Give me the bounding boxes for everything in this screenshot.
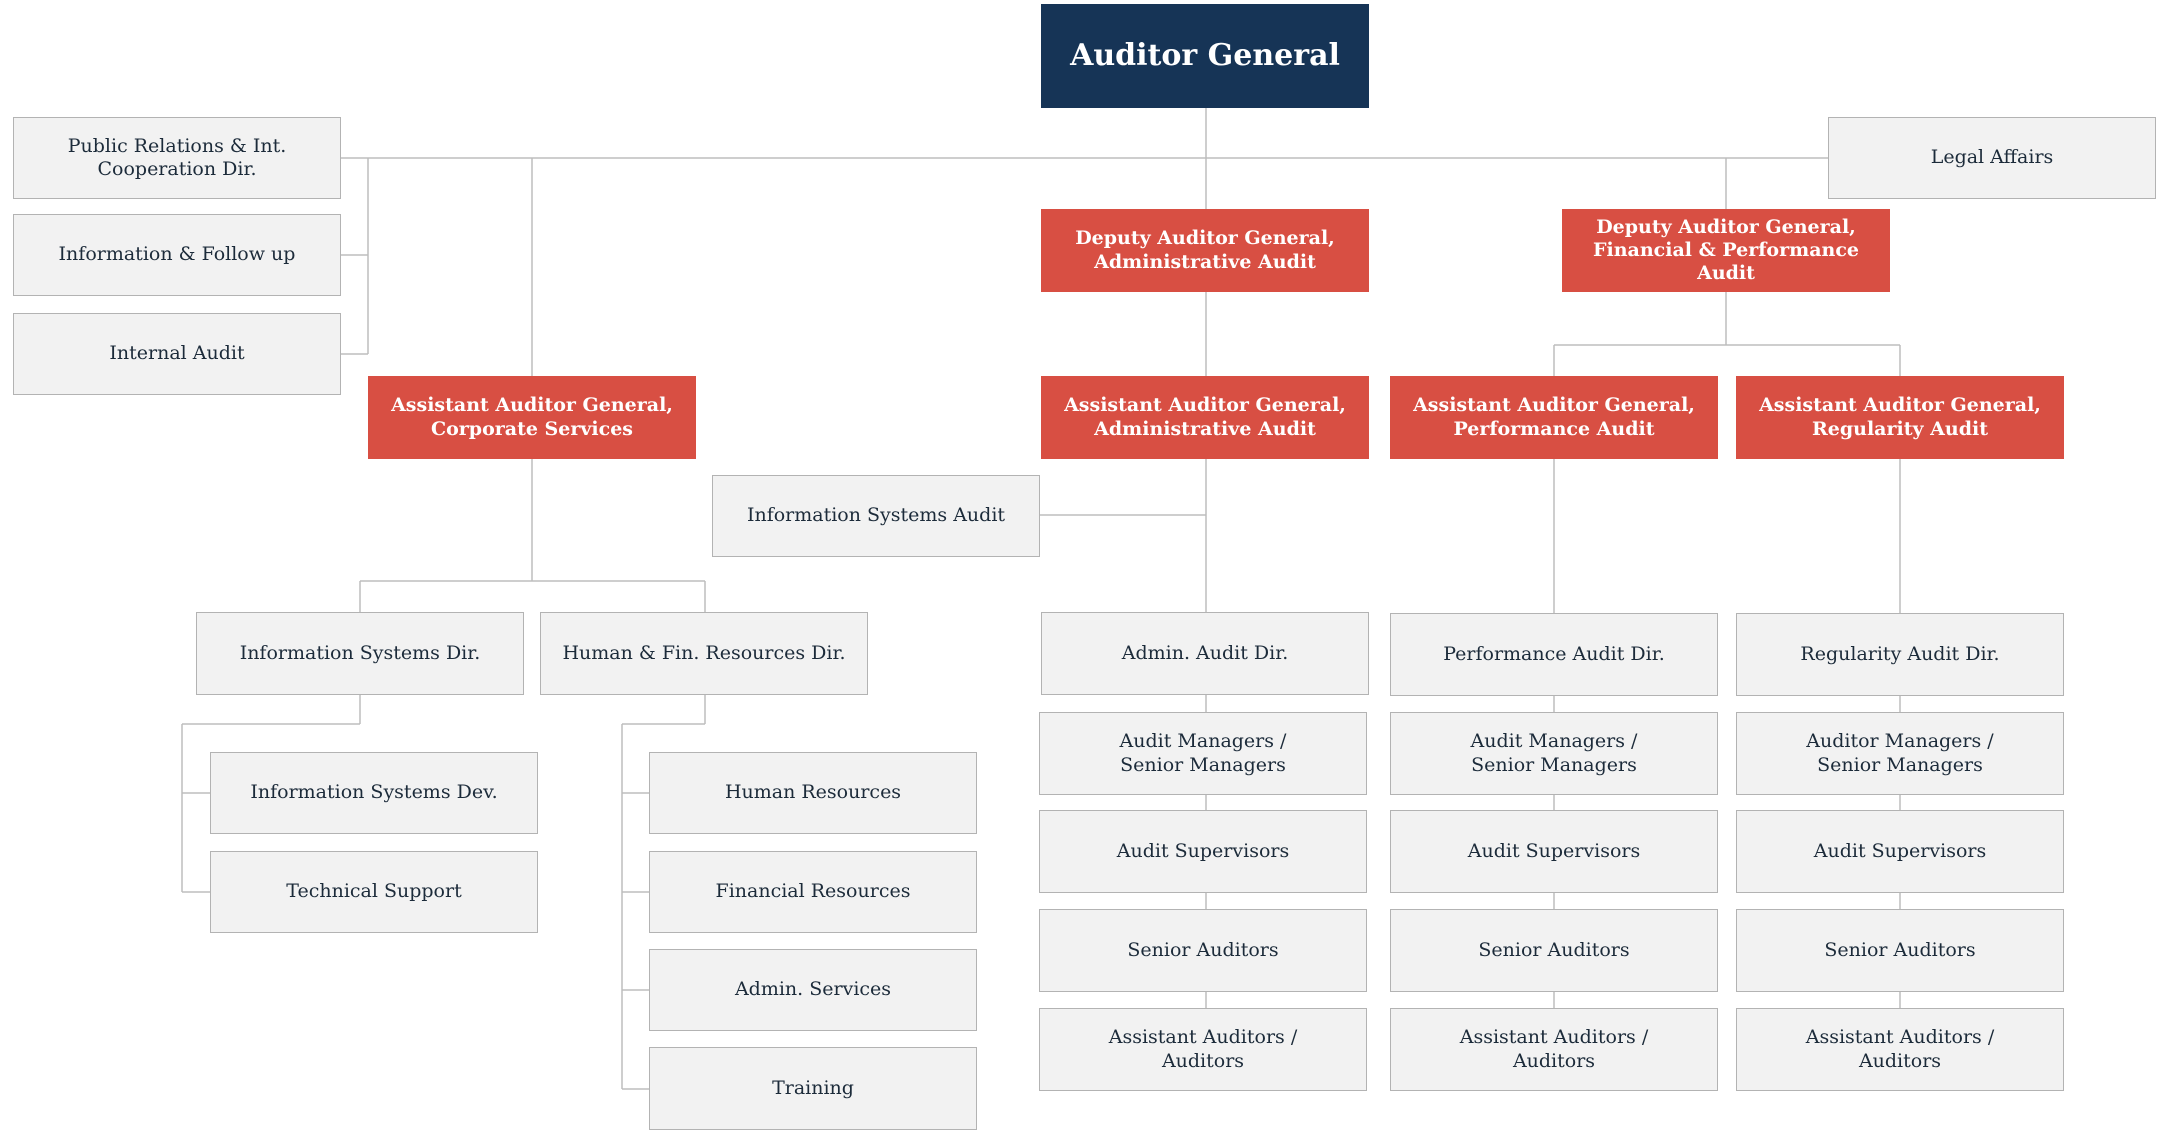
public-relations-box: Public Relations & Int. Cooperation Dir. xyxy=(13,117,341,199)
information-systems-audit-box: Information Systems Audit xyxy=(712,475,1040,557)
assistant-performance-audit-box: Assistant Auditor General, Performance A… xyxy=(1390,376,1718,459)
assistant-administrative-audit-box: Assistant Auditor General, Administrativ… xyxy=(1041,376,1369,459)
admin-assistant-auditors-box: Assistant Auditors / Auditors xyxy=(1039,1008,1367,1091)
regularity-senior-auditors-box: Senior Auditors xyxy=(1736,909,2064,992)
admin-audit-dir-box: Admin. Audit Dir. xyxy=(1041,612,1369,695)
information-systems-dir-box: Information Systems Dir. xyxy=(196,612,524,695)
admin-senior-auditors-box: Senior Auditors xyxy=(1039,909,1367,992)
information-systems-dev-box: Information Systems Dev. xyxy=(210,752,538,834)
performance-assistant-auditors-box: Assistant Auditors / Auditors xyxy=(1390,1008,1718,1091)
regularity-audit-dir-box: Regularity Audit Dir. xyxy=(1736,613,2064,696)
human-resources-box: Human Resources xyxy=(649,752,977,834)
legal-affairs-box: Legal Affairs xyxy=(1828,117,2156,199)
regularity-assistant-auditors-box: Assistant Auditors / Auditors xyxy=(1736,1008,2064,1091)
assistant-regularity-audit-box: Assistant Auditor General, Regularity Au… xyxy=(1736,376,2064,459)
deputy-financial-performance-box: Deputy Auditor General, Financial & Perf… xyxy=(1562,209,1890,292)
deputy-administrative-audit-box: Deputy Auditor General, Administrative A… xyxy=(1041,209,1369,292)
performance-senior-auditors-box: Senior Auditors xyxy=(1390,909,1718,992)
regularity-audit-managers-box: Auditor Managers / Senior Managers xyxy=(1736,712,2064,795)
human-fin-resources-dir-box: Human & Fin. Resources Dir. xyxy=(540,612,868,695)
performance-audit-dir-box: Performance Audit Dir. xyxy=(1390,613,1718,696)
performance-audit-managers-box: Audit Managers / Senior Managers xyxy=(1390,712,1718,795)
admin-services-box: Admin. Services xyxy=(649,949,977,1031)
internal-audit-box: Internal Audit xyxy=(13,313,341,395)
technical-support-box: Technical Support xyxy=(210,851,538,933)
assistant-corporate-services-box: Assistant Auditor General, Corporate Ser… xyxy=(368,376,696,459)
performance-audit-supervisors-box: Audit Supervisors xyxy=(1390,810,1718,893)
training-box: Training xyxy=(649,1047,977,1130)
admin-audit-supervisors-box: Audit Supervisors xyxy=(1039,810,1367,893)
auditor-general-box: Auditor General xyxy=(1041,4,1369,108)
financial-resources-box: Financial Resources xyxy=(649,851,977,933)
information-follow-up-box: Information & Follow up xyxy=(13,214,341,296)
admin-audit-managers-box: Audit Managers / Senior Managers xyxy=(1039,712,1367,795)
regularity-audit-supervisors-box: Audit Supervisors xyxy=(1736,810,2064,893)
